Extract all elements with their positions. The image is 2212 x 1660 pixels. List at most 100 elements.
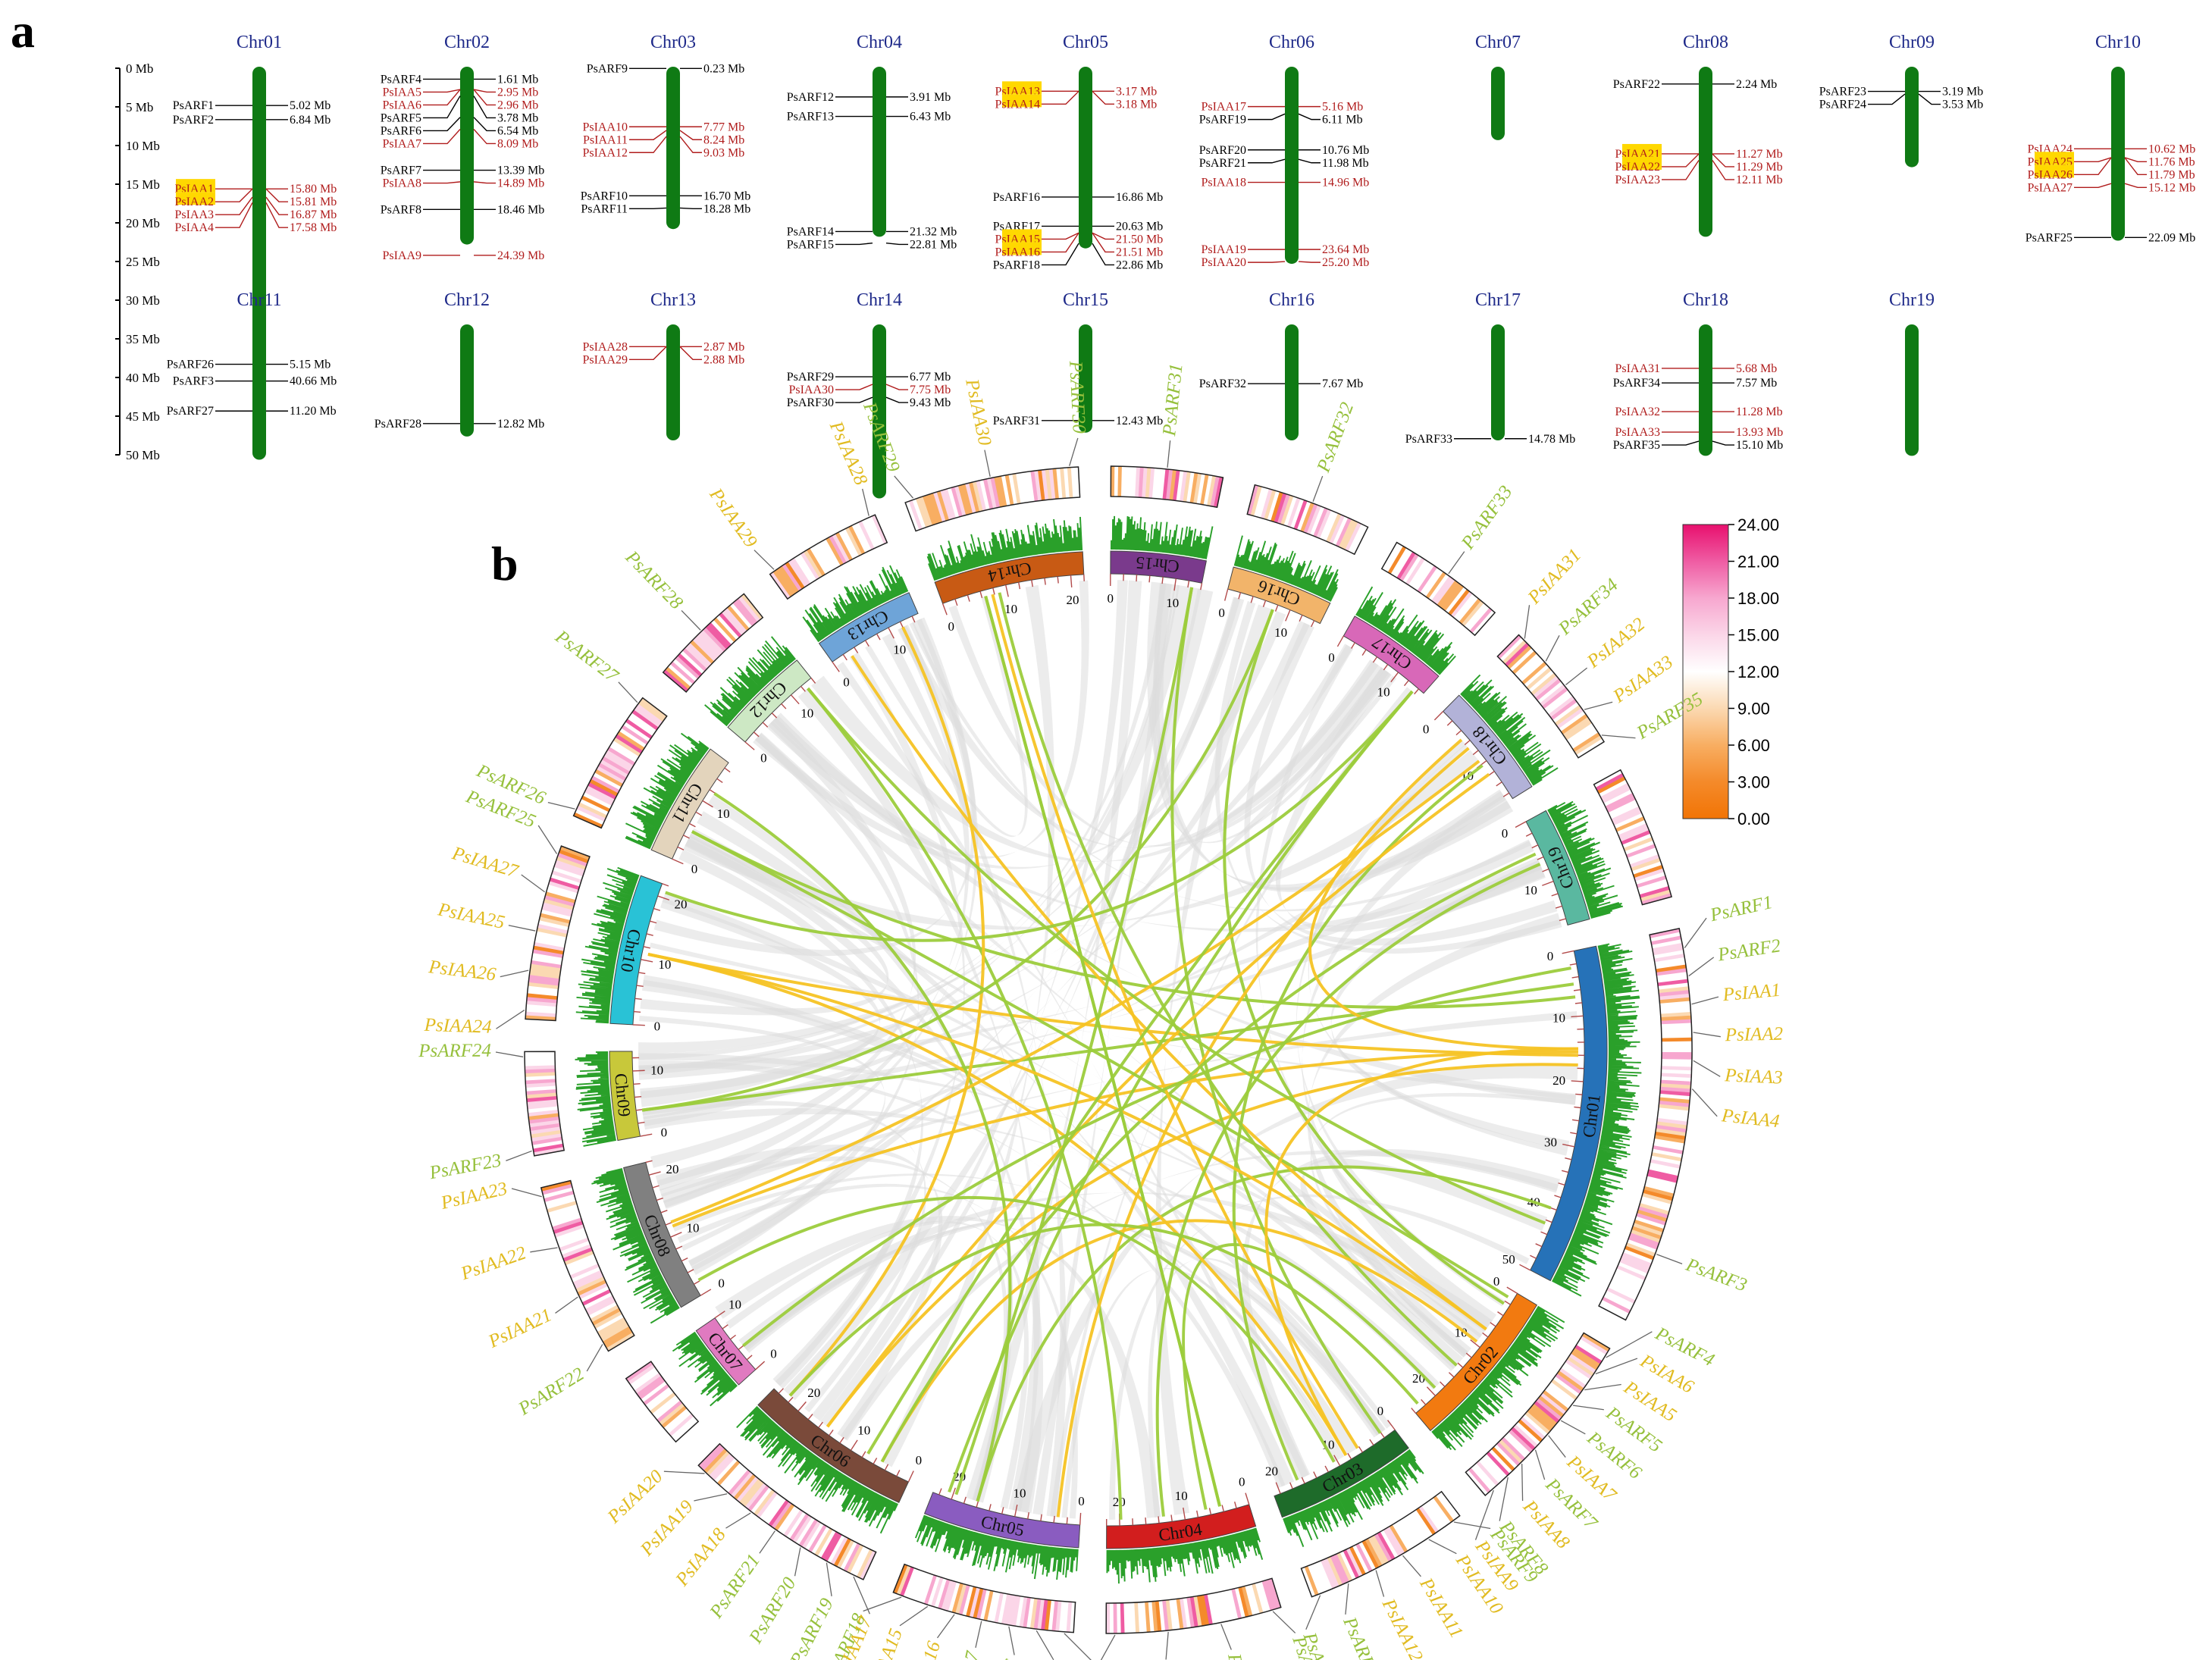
chromosome-title: Chr17 [1475, 290, 1521, 310]
heatmap-bin [1214, 477, 1224, 508]
gene-name-label: PsIAA18 [1201, 177, 1246, 189]
gene-name-label: PsARF20 [1199, 144, 1246, 157]
heatmap-bin [1556, 707, 1584, 729]
heatmap-bin [1323, 512, 1339, 542]
gene-name-label: PsARF30 [787, 396, 834, 409]
heatmap-bin [1623, 1248, 1653, 1264]
chromosome-tick [1446, 720, 1453, 726]
gene-position-label: 15.10 Mb [1736, 439, 1783, 452]
heatmap-bin [1044, 1599, 1051, 1630]
arf-link [998, 592, 1458, 1367]
chromosome-title: Chr13 [650, 290, 696, 310]
heatmap-bin [1431, 575, 1453, 603]
gene-connector-left [423, 181, 461, 184]
gene-density-histogram [575, 866, 640, 1024]
heatmap-bin [1469, 607, 1493, 634]
chromosome-tick-label: 20 [1412, 1371, 1425, 1386]
chromosome-bar [252, 324, 266, 460]
heatmap-bin [859, 1550, 876, 1580]
heatmap-bin [525, 1064, 556, 1070]
heatmap-bin [1470, 1465, 1494, 1492]
chromosome-band [818, 592, 919, 662]
outer-gene-label: PsARF19 [786, 1595, 838, 1660]
heatmap-outline [1110, 465, 1224, 509]
heatmap-bin [1352, 1545, 1370, 1574]
gene-name-label: PsIAA9 [382, 249, 421, 262]
chromosome-tick [709, 789, 716, 794]
gene-name-label: PsIAA6 [382, 99, 421, 111]
heatmap-bin [1654, 954, 1685, 963]
heatmap-bin [750, 1486, 772, 1514]
heatmap-bin [1526, 667, 1552, 691]
heatmap-bin [1418, 1505, 1440, 1533]
heatmap-bin [1056, 468, 1064, 499]
chromosome-band [1274, 1429, 1409, 1518]
gene-connector-right [265, 196, 288, 215]
heatmap-bin [1540, 1392, 1567, 1415]
heatmap-bin [1639, 1202, 1669, 1216]
heatmap-bin [997, 1593, 1007, 1624]
heatmap-bin [627, 715, 655, 737]
gene-name-label: PsARF28 [374, 418, 421, 431]
gene-connector-right [473, 89, 496, 106]
heatmap-bin [525, 1068, 556, 1073]
heatmap-bin [1326, 513, 1343, 543]
gene-name-label: PsARF5 [381, 111, 421, 124]
heatmap-bin [948, 1581, 960, 1612]
gene-position-label: 0.23 Mb [703, 62, 744, 75]
chromosome-tick [1571, 976, 1579, 979]
grey-link [1275, 667, 1546, 932]
chromosome-tick [1336, 635, 1344, 647]
heatmap-bin [638, 700, 666, 722]
gene-name-label: PsARF15 [787, 238, 834, 251]
gene-label-connector [1453, 1521, 1491, 1530]
heatmap-bin [1048, 468, 1056, 500]
chromosome-tick [1464, 740, 1471, 746]
gene-connector-left [1662, 160, 1700, 180]
heatmap-bin [1640, 889, 1671, 902]
heatmap-bin [651, 1394, 678, 1417]
grey-link [663, 617, 979, 1210]
heatmap-bin [1572, 1347, 1600, 1368]
heatmap-bin [836, 1539, 854, 1569]
chromosome-tick-label: 10 [1166, 596, 1179, 610]
heatmap-bin [994, 476, 1004, 508]
outer-gene-label: PsIAA1 [1722, 980, 1781, 1006]
heatmap-bin [1058, 1601, 1065, 1632]
heatmap-bin [727, 1469, 750, 1496]
heatmap-bin [1637, 879, 1668, 892]
heatmap-bin [838, 530, 857, 559]
heatmap-bin [1550, 699, 1578, 721]
heatmap-bin [843, 1543, 860, 1572]
heatmap-bin [1498, 1439, 1523, 1464]
chromosome-tick [1170, 1514, 1173, 1522]
heatmap-bin [687, 642, 713, 667]
gene-position-label: 9.43 Mb [910, 396, 951, 409]
heatmap-bin [573, 812, 603, 828]
gene-name-label: PsARF14 [787, 225, 834, 238]
heatmap-bin [1661, 1059, 1692, 1064]
heatmap-bin [1659, 1101, 1690, 1108]
heatmap-bin [663, 669, 689, 692]
gene-position-label: 13.93 Mb [1736, 426, 1783, 439]
heatmap-bin [1399, 553, 1420, 582]
heatmap-bin [711, 1455, 735, 1481]
heatmap-bin [1440, 582, 1462, 609]
chromosome-title: Chr02 [444, 33, 490, 52]
chromosome-title: Chr15 [1063, 290, 1108, 310]
chromosome-tick [633, 1082, 641, 1085]
heatmap-bin [1472, 610, 1496, 636]
gene-name-label: PsARF25 [2026, 231, 2073, 244]
heatmap-bin [1458, 598, 1482, 625]
outer-gene-label: PsIAA25 [436, 899, 506, 933]
chromosome-tick [648, 1171, 661, 1176]
heatmap-bin [1652, 1148, 1683, 1159]
chromosome-tick [810, 677, 816, 684]
heatmap-bin [672, 658, 698, 682]
heatmap-bin [1430, 1498, 1451, 1525]
heatmap-bin [629, 712, 657, 734]
gene-position-label: 16.86 Mb [1116, 191, 1163, 204]
heatmap-bin [1342, 521, 1359, 550]
